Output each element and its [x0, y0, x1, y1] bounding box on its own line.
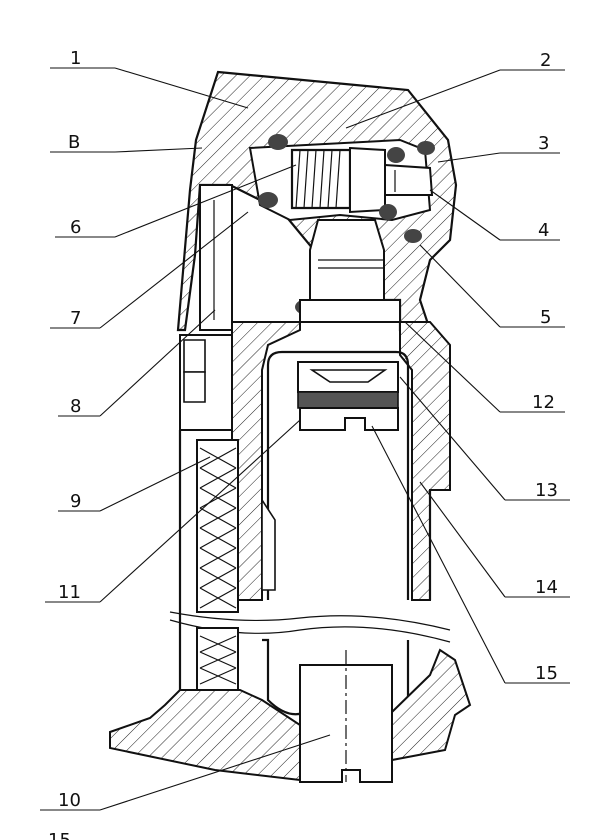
label-2: 2: [540, 50, 551, 71]
plunger-assembly: [297, 361, 399, 431]
labels-right: 2 3 4 5 12 13 14 15: [532, 50, 558, 684]
label-6: 6: [70, 217, 81, 238]
left-bore: [199, 184, 233, 331]
label-b: B: [68, 132, 80, 153]
label-10: 10: [58, 790, 81, 811]
label-1: 1: [70, 48, 81, 69]
footer-fragment: 15: [48, 830, 71, 840]
leader-lines: [40, 67, 570, 811]
label-12: 12: [532, 392, 555, 413]
label-7: 7: [70, 308, 81, 329]
label-15: 15: [535, 663, 558, 684]
lower-body: [109, 627, 472, 783]
label-13: 13: [535, 480, 558, 501]
label-14: 14: [535, 577, 558, 598]
label-3: 3: [538, 133, 549, 154]
label-11: 11: [58, 582, 81, 603]
piston-rod: [299, 219, 401, 323]
labels-left: 1 B 6 7 8 9 11 10: [58, 48, 81, 811]
label-4: 4: [538, 220, 549, 241]
spring-column: [178, 334, 239, 690]
label-5: 5: [540, 307, 551, 328]
label-8: 8: [70, 396, 81, 417]
label-9: 9: [70, 491, 81, 512]
